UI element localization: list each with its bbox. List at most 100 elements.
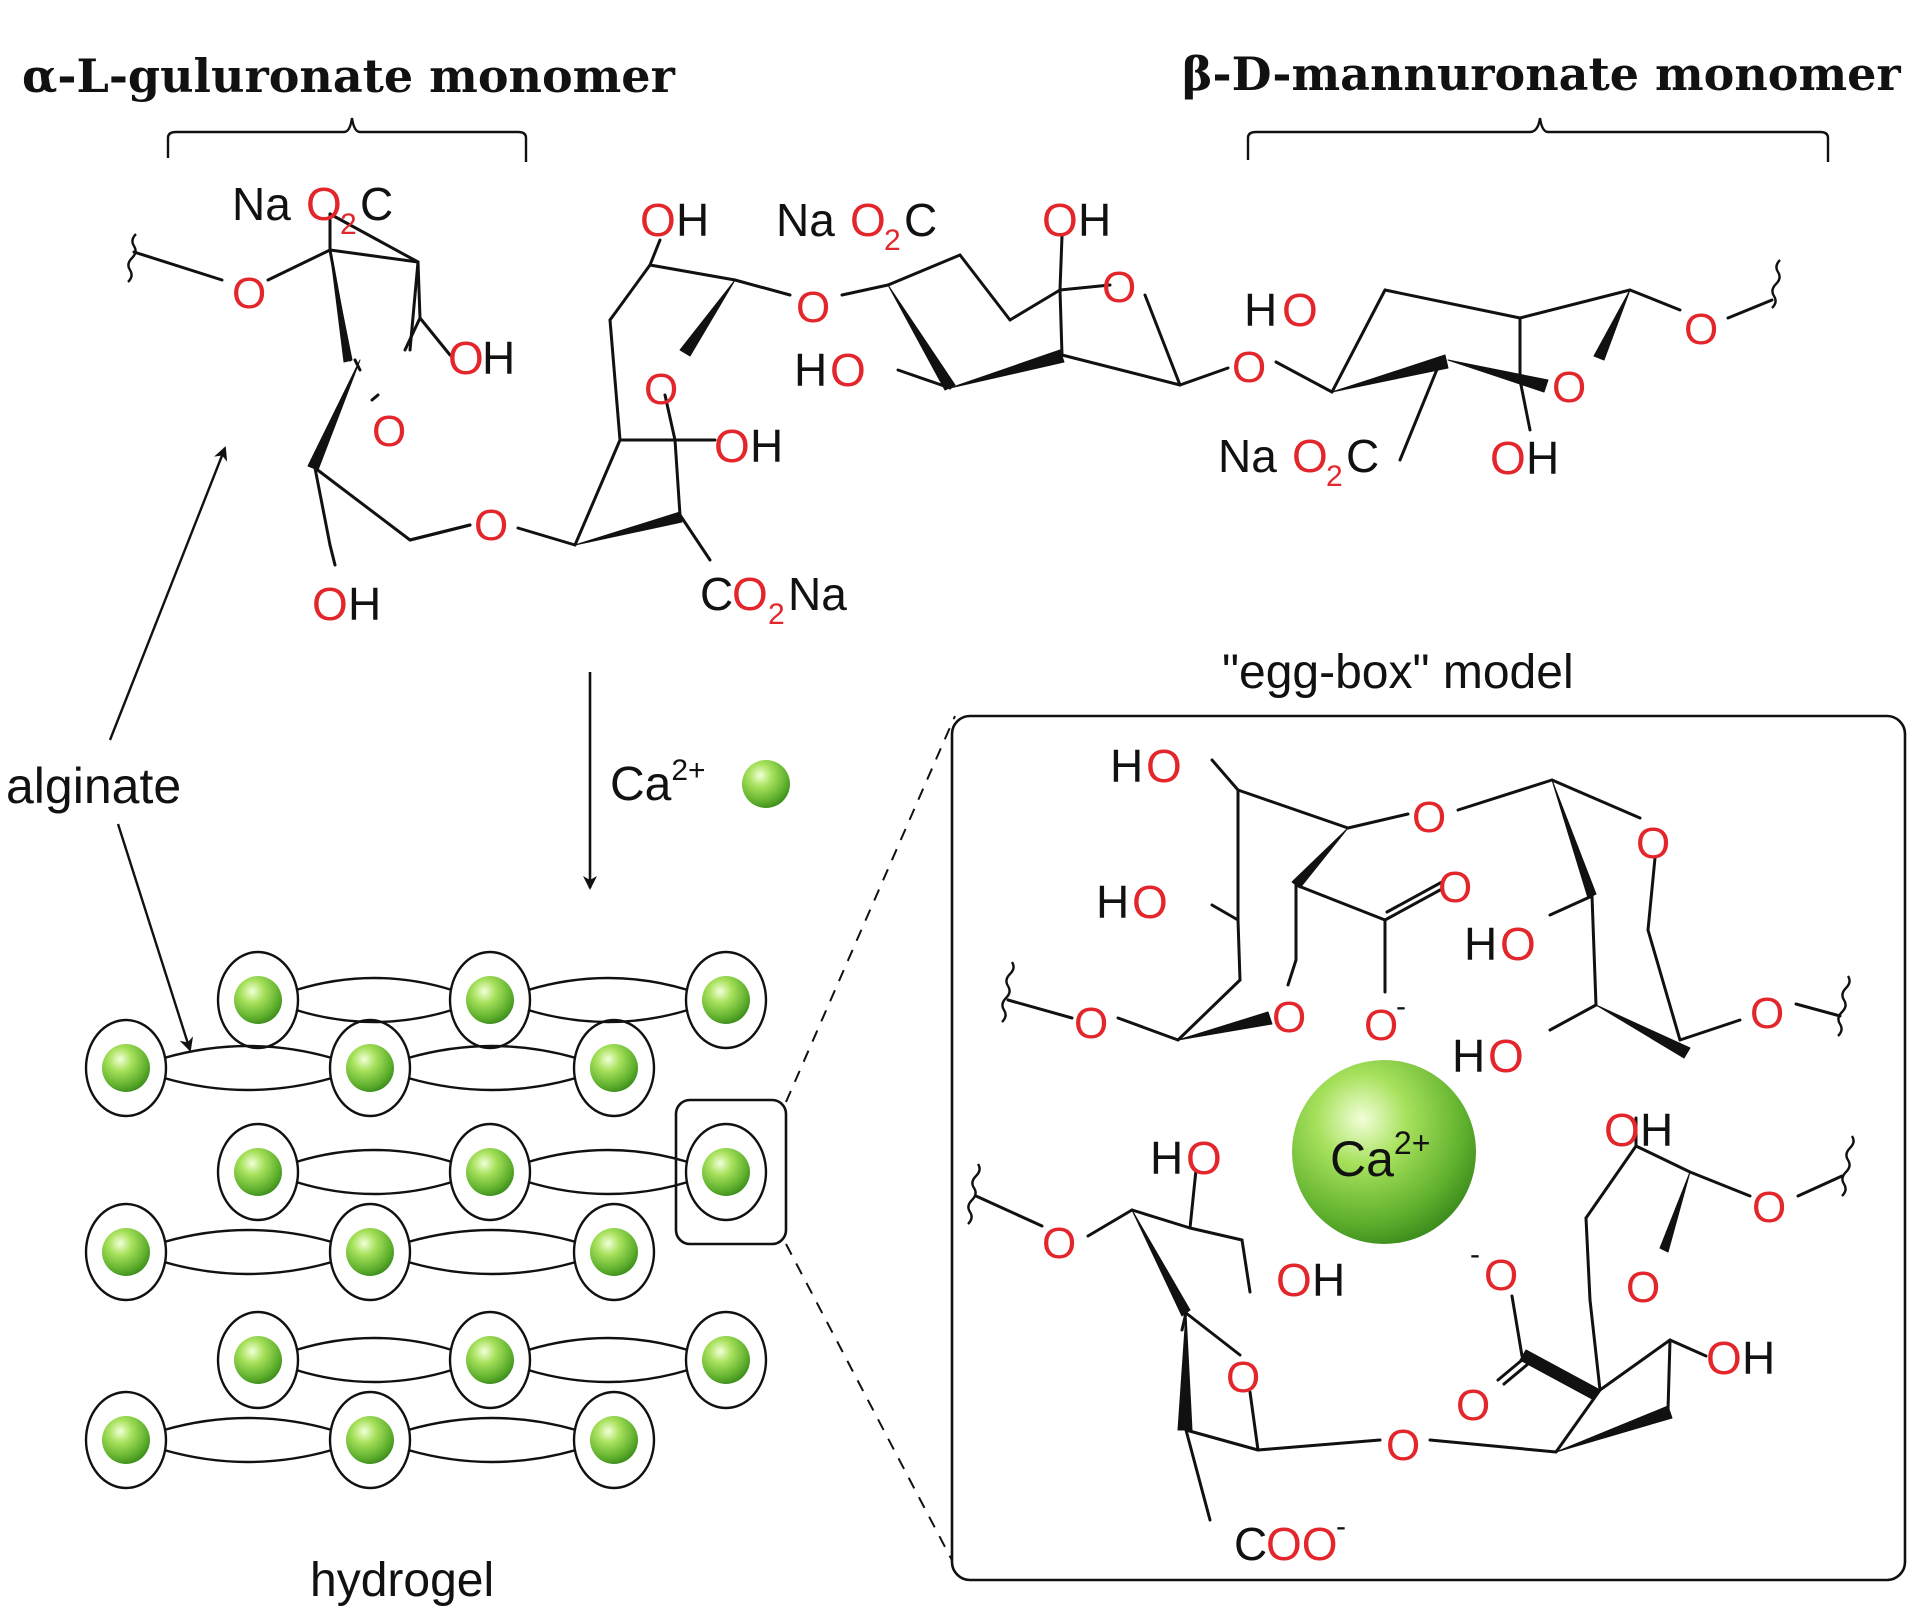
egg-box-pocket [216,1310,300,1410]
egg-box-pocket [448,950,532,1050]
calcium-ion-sphere-icon [102,1044,150,1092]
nao2c-3-sub: 2 [1326,460,1343,493]
oh-5-o: O [1042,194,1078,246]
eb-coo-minus: - [1336,1510,1346,1543]
oh-6-o: O [1490,432,1526,484]
ho-2-h: H [1244,284,1277,336]
egg-box-pocket [328,1018,412,1118]
polymer-chain [295,1336,453,1352]
polymer-chain [527,1336,689,1352]
eb-carbonyl-o-2: O [1456,1381,1490,1430]
polymer-chain [163,1260,333,1276]
eb-carboxylate-o-1: O [1364,1001,1398,1050]
eb-o-4: O [1752,1183,1786,1232]
oh-4-h: H [750,420,783,472]
squiggle-bond-icon [1837,975,1851,1037]
polymer-chain [527,1368,689,1384]
o-link-4: O [1232,343,1266,392]
egg-box-pocket [684,950,768,1050]
calcium-ion-sphere-icon [346,1228,394,1276]
zoom-line-top [785,715,956,1103]
eb-ho-1-o: O [1146,740,1182,792]
nao2c-3-na: Na [1218,430,1277,482]
calcium-ion-sphere-icon [466,1336,514,1384]
egg-box-pocket [216,1122,300,1222]
eb-o-link-1: O [1412,793,1446,842]
nao2c-1-c: C [360,178,393,230]
calcium-ion-sphere-icon [102,1228,150,1276]
polymer-chain [407,1416,577,1432]
squiggle-bond-icon [1771,259,1781,309]
polymer-chain [295,1368,453,1384]
eb-minus-1: - [1396,990,1406,1023]
nao2c-2-c: C [904,194,937,246]
egg-box-pocket [448,1122,532,1222]
o-link-5: O [1684,305,1718,354]
o-link-3: O [796,283,830,332]
calcium-ion-sphere-icon [346,1044,394,1092]
egg-box-pocket [572,1202,656,1302]
eb-ring-o-1: O [1272,993,1306,1042]
nao2c-2-sub: 2 [884,224,901,257]
eb-ho-4-o: O [1488,1030,1524,1082]
polymer-chain [295,1180,453,1196]
eb-ho-3-o: O [1500,918,1536,970]
hydrogel-network [84,950,768,1490]
ho-2-o: O [1282,284,1318,336]
polymer-chain [163,1228,333,1244]
egg-box-pocket [84,1202,168,1302]
egg-box-pocket [328,1202,412,1302]
squiggle-bond-icon [127,233,137,283]
o-link-2: O [474,501,508,550]
double-arrow-icon [116,823,194,1052]
ho-1-o: O [830,344,866,396]
calcium-ion-sphere-icon [466,1148,514,1196]
eb-oh-8-h: H [1640,1104,1673,1156]
eb-minus-2: - [1470,1238,1480,1271]
polymer-chain [527,976,689,992]
egg-box-pocket [448,1310,532,1410]
nao2c-2-na: Na [776,194,835,246]
co2na-na: Na [788,568,847,620]
calcium-ion-sphere-icon [234,976,282,1024]
calcium-ion-sphere-icon [702,1148,750,1196]
calcium-ion-sphere-icon [702,976,750,1024]
egg-box-pocket [84,1018,168,1118]
mannuronate-brace [1246,117,1830,162]
eb-ring-o-3: O [1226,1353,1260,1402]
ring-o-3: O [1102,263,1136,312]
eb-o-1: O [1074,999,1108,1048]
egg-box-pocket [684,1122,768,1222]
calcium-ion-sphere-icon [1292,1060,1476,1244]
polymer-chain [407,1448,577,1464]
eb-ho-5-o: O [1186,1132,1222,1184]
oh-4-o: O [714,420,750,472]
eb-oh-9-h: H [1742,1332,1775,1384]
ring-o-2: O [644,365,678,414]
hydrogel-label: hydrogel [310,1554,494,1607]
eb-ho-2-h: H [1096,876,1129,928]
egg-box-ca-label: Ca2+ [1330,1125,1430,1187]
calcium-ion-sphere-icon [702,1336,750,1384]
polymer-chain [527,1148,689,1164]
calcium-ion-sphere-icon [102,1416,150,1464]
eb-o-3: O [1042,1219,1076,1268]
polymer-chain [527,1008,689,1024]
eb-carboxylate-o-2: O [1484,1251,1518,1300]
egg-box-pocket [572,1390,656,1490]
zoom-line-bottom [785,1243,956,1567]
polymer-chain [163,1044,333,1060]
eb-o-link-2: O [1386,1421,1420,1470]
calcium-ion-sphere-icon [590,1228,638,1276]
eb-ho-2-o: O [1132,876,1168,928]
nao2c-1-na: Na [232,178,291,230]
ring-o-4: O [1552,363,1586,412]
calcium-ion-sphere-icon [742,760,790,808]
nao2c-3-o: O [1292,430,1328,482]
co2na-sub: 2 [768,598,785,631]
alginate-label: alginate [6,758,181,814]
eb-ring-o-4: O [1626,1263,1660,1312]
ca-label: Ca2+ [610,754,706,811]
oh-5-h: H [1078,194,1111,246]
polymer-chain [295,1148,453,1164]
